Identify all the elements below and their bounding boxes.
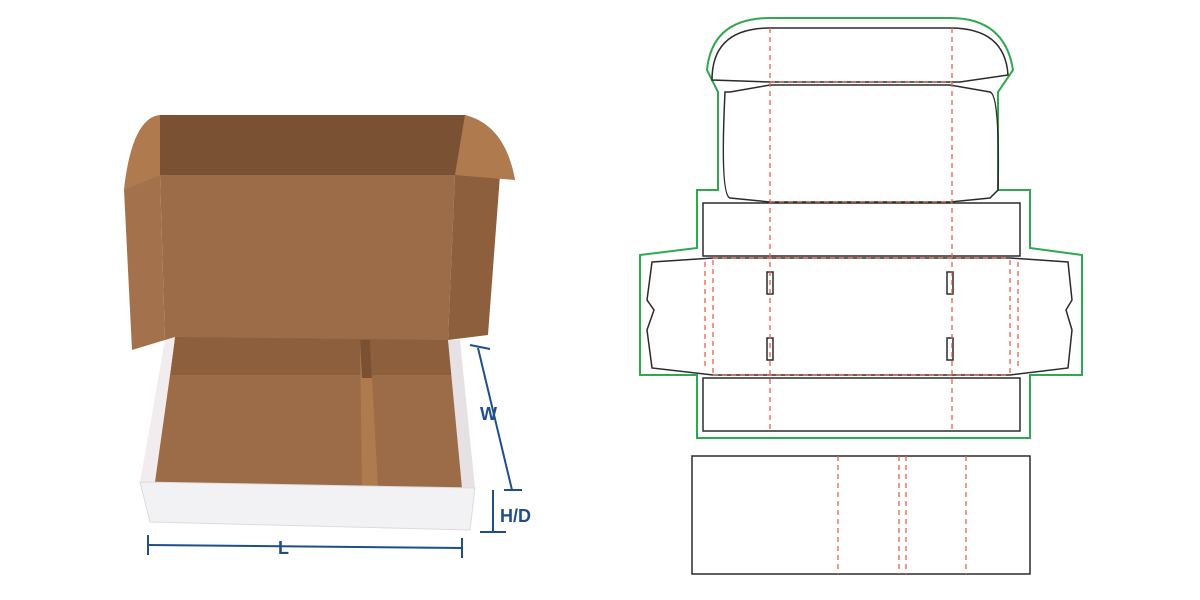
lid-panel — [722, 84, 1000, 203]
lock-slot — [946, 337, 954, 361]
lid-right-flap-top — [455, 115, 515, 180]
box-front-wall — [139, 481, 476, 531]
dimension-annotations — [147, 344, 522, 558]
front-panel — [702, 377, 1021, 432]
width-label: W — [480, 404, 497, 424]
box-left-wall — [140, 337, 175, 482]
lid-back-panel — [160, 115, 465, 175]
insert-outline — [691, 455, 1031, 575]
box-right-wall — [448, 340, 475, 488]
dieline — [639, 17, 1083, 439]
divider-top — [360, 340, 372, 378]
box-floor — [155, 375, 462, 488]
box-illustration — [124, 115, 515, 531]
base-panel — [646, 257, 1073, 376]
fold-lines — [704, 28, 1019, 431]
width-dimension-line — [477, 347, 513, 491]
insert-dieline — [691, 455, 1031, 575]
length-dimension-line — [147, 544, 463, 549]
lock-slot — [946, 271, 954, 295]
lid-left-flap-top — [124, 115, 160, 190]
bleed-outline — [639, 17, 1083, 439]
lid-inner-panel — [160, 175, 455, 340]
box-back-wall — [170, 337, 455, 375]
length-label: L — [278, 538, 289, 558]
lid-tuck-flap — [711, 27, 1009, 83]
height-label: H/D — [500, 506, 531, 526]
back-panel — [702, 202, 1021, 257]
